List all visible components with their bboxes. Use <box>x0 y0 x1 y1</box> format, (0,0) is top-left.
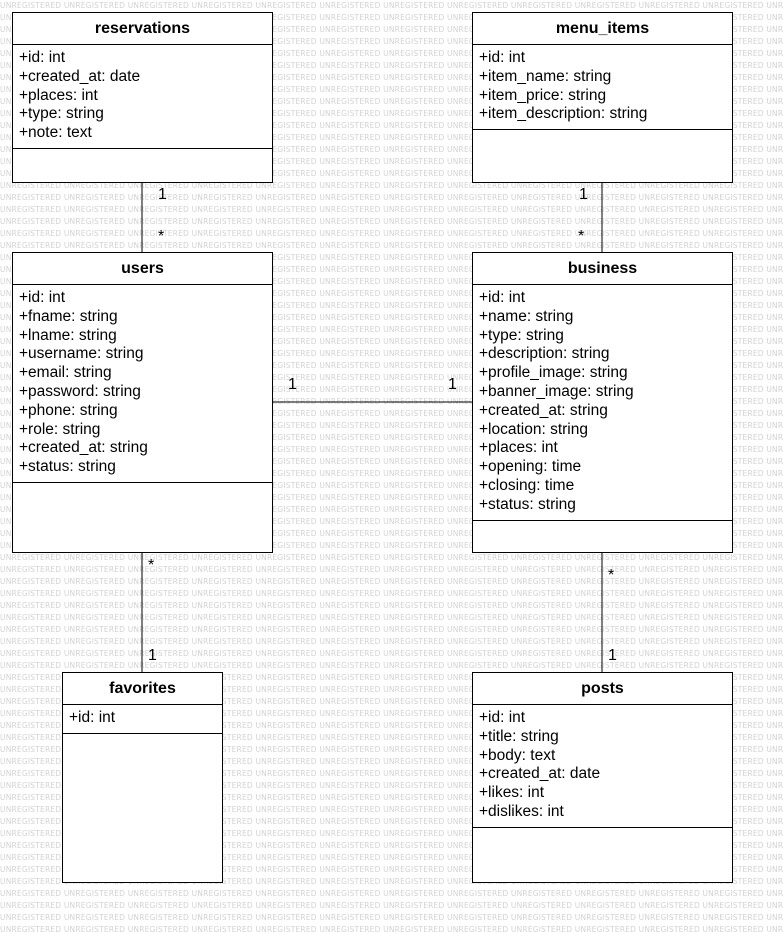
attribute-row: +email: string <box>19 364 112 382</box>
attribute-row: +type: string <box>19 105 104 123</box>
attribute-row: +closing: time <box>479 476 575 494</box>
operations-compartment <box>473 828 732 882</box>
attribute-list: +id: int+fname: string+lname: string+use… <box>13 285 272 483</box>
attribute-row: +username: string <box>19 345 144 363</box>
attribute-row: +created_at: date <box>479 765 601 783</box>
attribute-list: +id: int+item_name: string+item_price: s… <box>473 45 732 131</box>
attribute-row: +fname: string <box>19 307 118 325</box>
multiplicity-business-posts-side: * <box>608 567 615 584</box>
attribute-row: +note: text <box>19 124 92 142</box>
attribute-row: +id: int <box>19 49 66 66</box>
attribute-row: +likes: int <box>479 784 545 802</box>
class-users[interactable]: users +id: int+fname: string+lname: stri… <box>12 252 273 553</box>
attribute-row: +created_at: string <box>479 401 608 419</box>
attribute-row: +places: int <box>19 86 98 104</box>
class-name: users <box>13 253 272 285</box>
class-menu-items[interactable]: menu_items +id: int+item_name: string+it… <box>472 12 733 183</box>
attribute-row: +id: int <box>69 709 116 726</box>
class-name: menu_items <box>473 13 732 45</box>
class-name: favorites <box>63 673 222 705</box>
operations-compartment <box>13 483 272 552</box>
attribute-row: +created_at: date <box>19 67 141 85</box>
attribute-row: +role: string <box>19 420 101 438</box>
multiplicity-business-menu-items-side: * <box>578 228 585 245</box>
class-name: business <box>473 253 732 285</box>
class-posts[interactable]: posts +id: int+title: string+body: text+… <box>472 672 733 883</box>
attribute-row: +lname: string <box>19 326 117 344</box>
attribute-row: +description: string <box>479 345 610 363</box>
attribute-list: +id: int <box>63 705 222 734</box>
attribute-row: +item_name: string <box>479 67 612 85</box>
attribute-list: +id: int+created_at: date+places: int+ty… <box>13 45 272 149</box>
operations-compartment <box>63 734 222 882</box>
multiplicity-users-reservations-side: * <box>158 228 165 245</box>
class-reservations[interactable]: reservations +id: int+created_at: date+p… <box>12 12 273 183</box>
multiplicity-posts-side: 1 <box>608 647 617 664</box>
attribute-row: +title: string <box>479 727 559 745</box>
class-favorites[interactable]: favorites +id: int <box>62 672 223 883</box>
class-name: reservations <box>13 13 272 45</box>
attribute-row: +places: int <box>479 439 558 457</box>
attribute-row: +created_at: string <box>19 439 148 457</box>
attribute-list: +id: int+title: string+body: text+create… <box>473 705 732 828</box>
multiplicity-users-business-side: 1 <box>288 376 297 393</box>
attribute-row: +item_price: string <box>479 86 607 104</box>
multiplicity-business-users-side: 1 <box>448 376 457 393</box>
attribute-row: +id: int <box>479 289 526 306</box>
attribute-row: +status: string <box>479 495 576 513</box>
attribute-row: +id: int <box>479 49 526 66</box>
attribute-row: +location: string <box>479 420 588 438</box>
attribute-row: +type: string <box>479 326 564 344</box>
multiplicity-menu-items-side: 1 <box>579 186 588 203</box>
multiplicity-users-favorites-side: * <box>148 557 155 574</box>
attribute-row: +banner_image: string <box>479 382 634 400</box>
attribute-row: +dislikes: int <box>479 802 564 820</box>
attribute-row: +body: text <box>479 746 556 764</box>
class-business[interactable]: business +id: int+name: string+type: str… <box>472 252 733 553</box>
attribute-row: +name: string <box>479 307 574 325</box>
attribute-row: +id: int <box>19 289 66 306</box>
multiplicity-favorites-side: 1 <box>148 647 157 664</box>
operations-compartment <box>473 130 732 182</box>
attribute-row: +id: int <box>479 709 526 726</box>
attribute-row: +password: string <box>19 382 141 400</box>
attribute-row: +phone: string <box>19 401 118 419</box>
attribute-row: +status: string <box>19 458 116 476</box>
attribute-list: +id: int+name: string+type: string+descr… <box>473 285 732 521</box>
attribute-row: +item_description: string <box>479 105 648 123</box>
multiplicity-reservations-side: 1 <box>158 186 167 203</box>
attribute-row: +opening: time <box>479 458 582 476</box>
operations-compartment <box>473 521 732 552</box>
operations-compartment <box>13 149 272 182</box>
attribute-row: +profile_image: string <box>479 364 628 382</box>
class-name: posts <box>473 673 732 705</box>
